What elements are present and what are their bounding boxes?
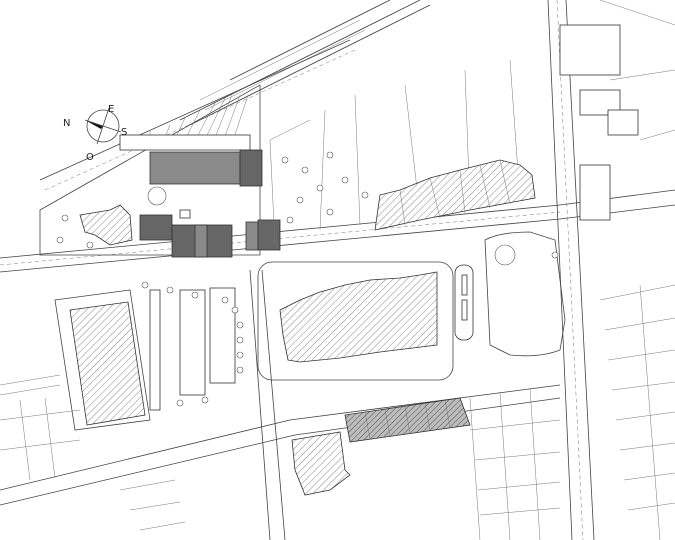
vertical-road: [547, 0, 595, 540]
compass-east-label: E: [108, 104, 114, 115]
lower-road: [0, 269, 561, 540]
central-block: [257, 261, 474, 381]
east-parcels: [599, 284, 675, 540]
compass-needle-icon: [85, 120, 103, 129]
hatched-row-north: [374, 159, 536, 231]
upper-right-buildings: [559, 0, 675, 221]
lower-right-parcels: [469, 387, 561, 540]
plaza: [484, 231, 566, 357]
hatched-building-sw: [54, 289, 151, 431]
sw-parcels: [0, 397, 186, 531]
parking-strips: [141, 281, 244, 411]
north-arrow: [84, 107, 122, 145]
compass-north-label: N: [63, 118, 70, 129]
hatched-row-south: [291, 397, 471, 496]
compass-west-label: O: [86, 152, 94, 163]
upper-parcels: [56, 59, 521, 249]
compass-south-label: S: [121, 127, 127, 138]
hatched-row-dividers: [399, 159, 511, 226]
hatched-building-west: [79, 204, 133, 246]
park-triangle: [39, 84, 261, 256]
dark-buildings: [139, 149, 281, 258]
railway-lines: [39, 0, 431, 191]
